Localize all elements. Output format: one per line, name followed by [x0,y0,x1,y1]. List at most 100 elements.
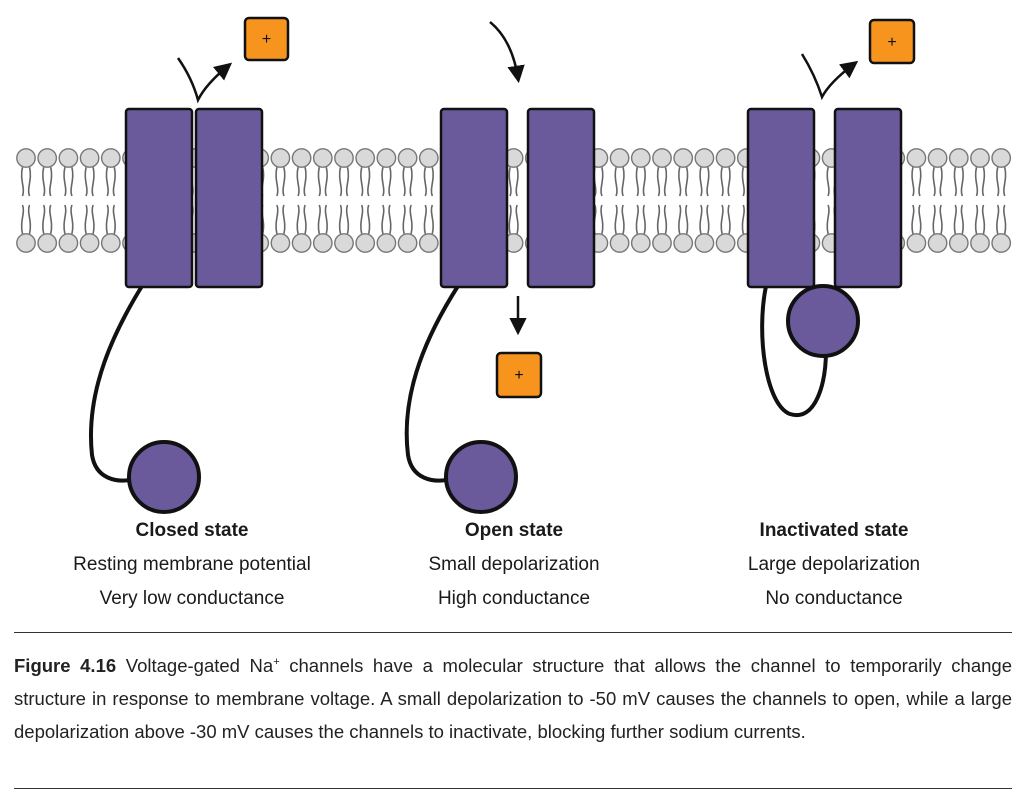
lipid-head [694,233,715,253]
lipid-head [16,233,36,253]
lipid-head [715,148,736,168]
closed-state-title: Closed state [135,520,249,541]
lipid-head [948,148,969,168]
lipid-tails [974,167,986,234]
open-sodium-ion: + [495,351,543,399]
open-state-label: Open state Small depolarization High con… [354,520,674,622]
lipid-head [334,233,354,253]
lipid-head [79,148,100,168]
lipid-head [100,233,121,253]
closed-subunit-left [124,107,194,289]
inactivated-tether [760,285,828,418]
lipid-tails [317,167,328,234]
lipid-tails [720,167,731,234]
lipid-tails [911,167,922,234]
lipid-tails [381,167,392,234]
lipid-head [991,148,1012,168]
lipid-head [397,148,418,168]
lipid-head [906,148,927,168]
lipid-tails [402,167,413,234]
inactivated-sodium-ion: + [868,18,916,65]
figure-label: Figure 4.16 [14,655,117,677]
open-state-condition: Small depolarization [428,554,600,575]
lipid-head [927,233,948,253]
lipid-head [79,233,100,253]
lipid-head [630,233,651,253]
inactivated-state-title: Inactivated state [759,520,909,541]
lipid-head [673,233,694,253]
lipid-tails [42,167,53,234]
inactivated-subunit-left [746,107,816,289]
lipid-tails [338,167,350,234]
svg-text:+: + [514,367,523,384]
lipid-tails [296,167,307,234]
closed-tether [89,284,144,483]
lipid-head [291,233,312,253]
lipid-head [100,148,121,168]
inactivated-channel: + [746,18,916,418]
lipid-tails [614,167,625,234]
lipid-tails [508,167,519,234]
lipid-head [991,233,1012,253]
lipid-head [334,148,354,168]
lipid-head [694,148,715,168]
lipid-tails [996,167,1007,234]
open-entry-arrow [489,21,525,84]
lipid-tails [593,167,604,234]
lipid-head [58,148,79,168]
lipid-tails [656,167,668,234]
caption-text-rest: channels have a molecular structure that… [14,655,1013,743]
open-state-title: Open state [464,520,564,541]
lipid-tails [275,167,286,234]
lipid-tails [932,167,943,234]
lipid-head [906,233,927,253]
lipid-head [715,233,736,253]
sodium-charge-superscript: + [273,656,280,668]
lipid-head [355,148,376,168]
lipid-head [270,233,291,253]
lipid-head [970,148,990,168]
caption-top-rule [14,632,1012,633]
lipid-tails [635,167,646,234]
lipid-head [673,148,694,168]
open-channel: + [404,21,596,514]
lipid-head [418,148,439,168]
open-state-conductance: High conductance [437,588,591,609]
inactivated-state-condition: Large depolarization [747,554,921,575]
lipid-head [355,233,376,253]
lipid-tails [699,167,710,234]
inactivated-subunit-right [833,107,903,289]
inactivated-blocked-arrow [800,53,859,101]
lipid-head [270,148,291,168]
figure-caption: Figure 4.16 Voltage-gated Na+ channels h… [14,646,1012,748]
lipid-tails [20,167,32,234]
lipid-head [970,233,990,253]
lipid-head [630,148,651,168]
open-subunit-right [526,107,596,289]
svg-text:+: + [887,34,896,51]
caption-text-start: Voltage-gated Na [116,655,274,677]
lipid-head [376,148,397,168]
closed-state-conductance: Very low conductance [99,588,285,609]
open-inactivation-ball [444,440,518,514]
inactivated-state-conductance: No conductance [765,588,903,609]
lipid-head [312,148,333,168]
lipid-tails [63,167,74,234]
lipid-head [609,233,630,253]
lipid-head [376,233,397,253]
lipid-tails [678,167,689,234]
lipid-tails [360,167,371,234]
lipid-tails [105,167,116,234]
svg-text:+: + [262,31,271,48]
closed-sodium-ion: + [243,16,290,62]
closed-state-condition: Resting membrane potential [73,554,311,575]
lipid-head [652,148,672,168]
closed-state-label: Closed state Resting membrane potential … [32,520,352,622]
inactivated-inactivation-ball [786,284,860,358]
lipid-head [652,233,672,253]
lipid-tails [953,167,964,234]
open-tether [404,284,460,483]
closed-blocked-arrow [176,57,233,104]
closed-inactivation-ball [127,440,201,514]
lipid-tails [423,167,434,234]
